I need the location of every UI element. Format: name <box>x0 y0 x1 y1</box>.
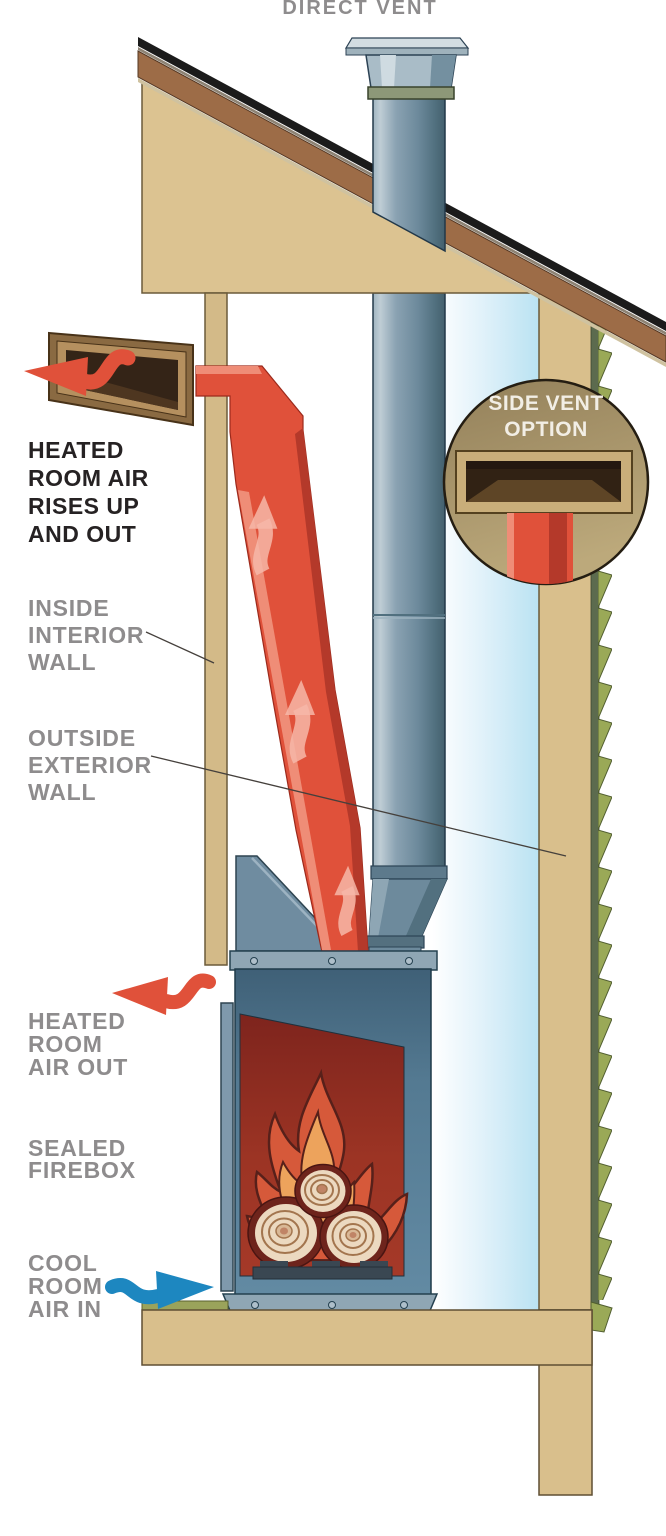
log-icon <box>294 1163 352 1219</box>
cool-air-in-arrow-icon <box>105 1271 214 1309</box>
label-line: AND OUT <box>28 521 137 547</box>
label-side-vent-option: SIDE VENT OPTION <box>446 391 646 443</box>
label-inside-interior-wall: INSIDE INTERIOR WALL <box>28 595 144 676</box>
label-line: EXTERIOR <box>28 752 152 778</box>
heated-air-exit-arrow-icon <box>24 349 136 396</box>
siding-bottom-piece <box>590 1301 613 1333</box>
log-icon <box>319 1204 389 1270</box>
label-line: AIR IN <box>28 1296 102 1322</box>
grate-tab <box>360 1261 388 1269</box>
label-line: FIREBOX <box>28 1157 136 1183</box>
label-line: ROOM <box>28 1031 103 1057</box>
grate-tab <box>312 1261 340 1269</box>
log-ring <box>261 1210 309 1254</box>
vent-pipe <box>372 292 446 879</box>
label-line: COOL <box>28 1250 98 1276</box>
label-line: WALL <box>28 649 97 675</box>
label-outside-exterior-wall: OUTSIDE EXTERIOR WALL <box>28 725 152 806</box>
side-vent-register-floor <box>466 480 621 502</box>
log-core <box>349 1232 357 1238</box>
heated-air-out-arrow-icon <box>112 973 216 1015</box>
arrow-tail <box>105 1278 165 1305</box>
grate-tab <box>260 1261 288 1269</box>
label-line: AIR OUT <box>28 1054 129 1080</box>
diagram-title: DIRECT VENT <box>282 0 438 19</box>
duct-highlight-top <box>196 366 262 374</box>
hot-air-duct <box>195 365 369 953</box>
label-line: HEATED <box>28 1008 126 1034</box>
glass-front-panel <box>220 1002 234 1292</box>
label-line: RISES UP <box>28 493 140 519</box>
leader-line-interior-wall <box>145 631 215 664</box>
grate <box>252 1261 393 1280</box>
bolt-icon <box>400 1301 408 1309</box>
bolt-icon <box>405 957 413 965</box>
floor-slab <box>141 1309 593 1366</box>
elbow-shade <box>405 879 447 938</box>
arrow-tail <box>76 349 136 390</box>
label-line: WALL <box>28 779 97 805</box>
arrow-head <box>24 357 88 396</box>
log-core <box>316 1183 328 1195</box>
bolt-icon <box>250 957 258 965</box>
label-line: INSIDE <box>28 595 110 621</box>
label-line: INTERIOR <box>28 622 145 648</box>
vent-cap-plate-top <box>344 37 470 49</box>
elbow-collar-bottom <box>365 935 425 949</box>
bolt-icon <box>328 957 336 965</box>
leader-line-exterior-wall <box>150 755 567 857</box>
label-line: ROOM <box>28 1273 103 1299</box>
label-line: HEATED <box>28 437 124 463</box>
label-sealed-firebox: SEALED FIREBOX <box>28 1135 136 1183</box>
duct-highlight-left <box>238 490 331 950</box>
elbow-collar-top <box>370 865 448 880</box>
duct-shadow-right <box>295 428 368 952</box>
vent-cap-highlight <box>380 55 396 88</box>
grate-bar <box>252 1266 393 1280</box>
label-heated-room-air-rises: HEATED ROOM AIR RISES UP AND OUT <box>28 436 149 548</box>
side-vent-register-shadow <box>466 461 621 469</box>
label-heated-room-air-out: HEATED ROOM AIR OUT <box>28 1010 128 1079</box>
vent-cap <box>344 37 470 100</box>
elbow-highlight <box>369 879 389 938</box>
label-line: OUTSIDE <box>28 725 136 751</box>
log-ring <box>304 1174 340 1206</box>
label-line: OPTION <box>504 418 588 441</box>
label-cool-room-air-in: COOL ROOM AIR IN <box>28 1252 103 1321</box>
vent-cap-collar <box>367 86 455 100</box>
arrow-tail <box>159 973 216 1010</box>
side-vent-duct-shade <box>549 513 567 584</box>
vent-cap-plate-edge <box>345 47 469 56</box>
bolt-icon <box>251 1301 259 1309</box>
label-line: SIDE VENT <box>488 392 604 415</box>
log-icon <box>247 1196 325 1270</box>
log-ring <box>310 1179 334 1201</box>
label-line: SEALED <box>28 1135 127 1161</box>
log-core <box>280 1227 288 1235</box>
side-vent-contents <box>455 450 633 584</box>
side-vent-duct-highlight <box>507 513 514 584</box>
log-ring <box>268 1217 300 1247</box>
interior-wall-stud <box>204 292 228 966</box>
bolt-icon <box>328 1301 336 1309</box>
side-vent-callout <box>442 378 650 586</box>
log-ring <box>339 1223 367 1249</box>
arrow-head <box>156 1271 214 1309</box>
fireplace-unit <box>220 950 439 1314</box>
log-ring <box>331 1216 375 1256</box>
label-line: ROOM AIR <box>28 465 149 491</box>
vent-pipe-body <box>372 292 446 879</box>
vent-cap-shade <box>430 55 456 88</box>
arrow-head <box>112 977 168 1015</box>
